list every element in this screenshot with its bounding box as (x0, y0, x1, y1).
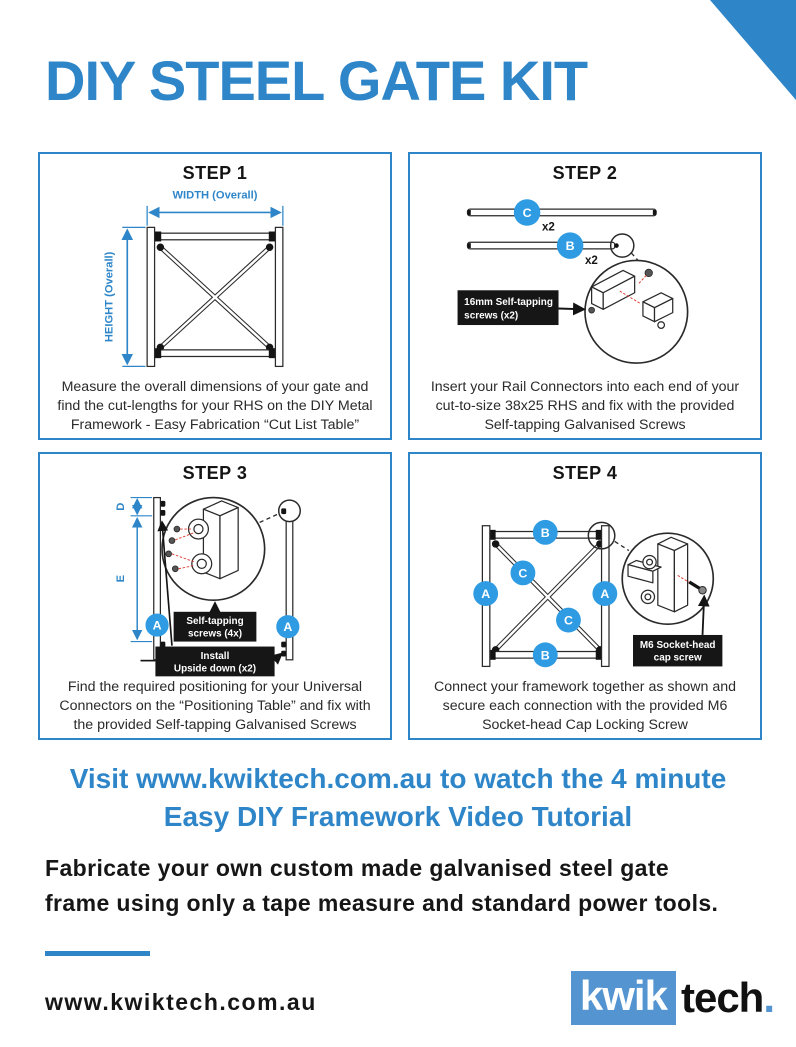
step4-diagram: B B A A C C (473, 519, 723, 668)
post-a-badge (276, 615, 300, 639)
step3-caption: Find the required positioning for your U… (59, 679, 371, 733)
install-note: Install Upside down (x2) (140, 520, 283, 677)
right-post-drawing (277, 499, 301, 661)
rail-bottom-badge: B (541, 648, 550, 662)
rail-b-drawing: B x2 (466, 232, 635, 267)
step2-box: STEP 2 C x2 B x2 (408, 152, 762, 440)
height-dimension-label: HEIGHT (Overall) (103, 251, 115, 342)
post-a-badge (145, 613, 169, 637)
page-title: DIY STEEL GATE KIT (45, 49, 588, 112)
step1-diagram: WIDTH (Overall) HEIGHT (Overall) (103, 189, 284, 368)
cap-screw-note-line2: cap screw (654, 653, 702, 664)
e-dimension-label: E (115, 575, 127, 582)
post-a-badge-label-right: A (283, 620, 292, 634)
step4-caption: Connect your framework together as shown… (433, 679, 737, 733)
part-badges: B B A A C C (473, 519, 618, 668)
tagline-text: Fabricate your own custom made galvanise… (45, 851, 756, 921)
step1-box: STEP 1 (38, 152, 392, 440)
step4-box: STEP 4 (408, 452, 762, 740)
post-left-badge: A (481, 587, 490, 601)
screw-note: 16mm Self-tapping screws (x2) (457, 290, 586, 326)
step3-diagram: D E (115, 496, 301, 677)
screws-note-line1: Self-tapping (186, 616, 243, 627)
zoom-callout-dashed-line (614, 540, 630, 552)
website-url: www.kwiktech.com.au (45, 988, 317, 1015)
screws-note: Self-tapping screws (4x) (173, 601, 257, 642)
kwiktech-logo: kwik tech . (570, 970, 775, 1025)
video-promo-text: Visit www.kwiktech.com.au to watch the 4… (0, 760, 796, 835)
step4-heading: STEP 4 (552, 463, 618, 483)
rail-b-qty: x2 (585, 255, 598, 267)
rail-top-badge: B (541, 526, 550, 540)
post-a-badge-label-left: A (153, 619, 162, 633)
video-promo-line2: Easy DIY Framework Video Tutorial (163, 800, 633, 832)
corner-triangle-decoration (710, 0, 796, 100)
connector-closeup-circle (161, 496, 266, 602)
connector-closeup-circle (584, 259, 689, 364)
install-note-line1: Install (201, 651, 230, 662)
d-dimension-label: D (115, 503, 127, 511)
accent-divider (45, 950, 150, 956)
rail-b-badge-label: B (566, 239, 575, 253)
screws-note-line2: screws (4x) (188, 629, 242, 640)
rail-c-badge-label: C (523, 206, 532, 220)
post-right-badge: A (600, 587, 609, 601)
step1-caption: Measure the overall dimensions of your g… (57, 379, 373, 433)
e-dimension (130, 517, 153, 643)
width-dimension-label: WIDTH (Overall) (173, 189, 258, 201)
brace-upper-badge: C (518, 566, 527, 580)
logo-dot: . (763, 973, 775, 1021)
joint-closeup-circle (621, 532, 715, 626)
universal-connector-parts (187, 518, 213, 575)
gate-frame-drawing (146, 226, 284, 368)
d-dimension (130, 497, 153, 517)
screw-note-line2: screws (x2) (464, 310, 518, 321)
tagline-line1: Fabricate your own custom made galvanise… (45, 855, 670, 882)
video-promo-line1: Visit www.kwiktech.com.au to watch the 4… (69, 763, 727, 794)
step2-caption: Insert your Rail Connectors into each en… (430, 379, 740, 433)
rail-c-drawing: C x2 (466, 199, 657, 234)
screws (165, 525, 181, 573)
step2-diagram: C x2 B x2 (457, 199, 689, 364)
step3-box: STEP 3 D (38, 452, 392, 740)
logo-kwik-segment: kwik (570, 970, 676, 1025)
footer: www.kwiktech.com.au kwik tech . (0, 937, 796, 1047)
screw-note-line1: 16mm Self-tapping (464, 297, 553, 308)
logo-tech-segment: tech (680, 973, 764, 1021)
zoom-callout-dashed-line (259, 513, 279, 524)
steps-grid: STEP 1 (38, 152, 762, 740)
width-dimension (146, 205, 284, 226)
step1-heading: STEP 1 (182, 163, 248, 183)
header: DIY STEEL GATE KIT (0, 0, 796, 152)
step2-heading: STEP 2 (552, 163, 618, 183)
zoom-indicator-circle (587, 521, 616, 550)
step3-heading: STEP 3 (182, 463, 248, 483)
cap-screw-note: M6 Socket-head cap screw (633, 594, 723, 667)
rail-c-qty: x2 (542, 222, 555, 234)
rail-connector-part (642, 292, 674, 329)
brace-lower-badge: C (564, 614, 573, 628)
height-dimension (121, 226, 146, 368)
install-note-line2: Upside down (x2) (174, 663, 256, 674)
cap-screw-note-line1: M6 Socket-head (640, 640, 716, 651)
tagline-line2: frame using only a tape measure and stan… (45, 889, 719, 916)
